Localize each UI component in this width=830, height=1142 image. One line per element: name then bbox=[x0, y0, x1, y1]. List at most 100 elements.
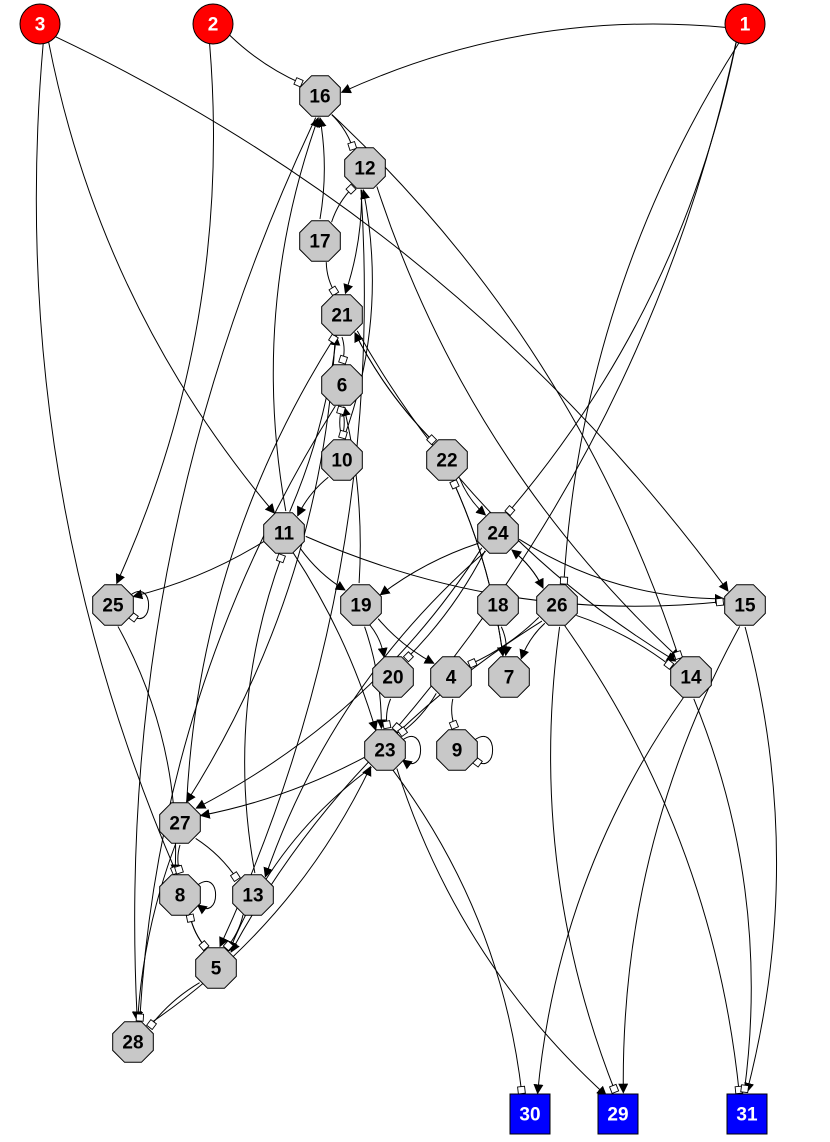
edge-3-to-8 bbox=[35, 43, 177, 874]
node-17[interactable]: 17 bbox=[299, 220, 341, 262]
node-label: 28 bbox=[122, 1033, 143, 1054]
node-layer: 1234567891011121314151617181920212223242… bbox=[19, 3, 768, 1135]
node-22[interactable]: 22 bbox=[426, 439, 468, 481]
internal-node-octagon bbox=[344, 147, 386, 189]
edge-12-to-14 bbox=[376, 186, 680, 660]
inhibition-marker-layer bbox=[127, 77, 750, 1095]
edge-1-to-26-inhibition-marker bbox=[559, 576, 569, 585]
edge-6-to-10-inhibition-marker bbox=[338, 429, 348, 440]
edge-14-to-31 bbox=[693, 698, 752, 1093]
node-11[interactable]: 11 bbox=[263, 512, 305, 554]
output-node-square bbox=[726, 1093, 768, 1135]
edge-21-to-6-inhibition-marker bbox=[338, 354, 349, 365]
node-7[interactable]: 7 bbox=[488, 656, 530, 698]
internal-node-octagon bbox=[159, 874, 201, 916]
internal-node-octagon bbox=[112, 1021, 154, 1063]
node-26[interactable]: 26 bbox=[536, 584, 578, 626]
node-18[interactable]: 18 bbox=[477, 584, 519, 626]
node-1[interactable]: 1 bbox=[724, 3, 766, 45]
node-label: 20 bbox=[382, 668, 403, 689]
node-label: 14 bbox=[680, 668, 702, 689]
edge-11-to-16 bbox=[272, 116, 320, 512]
edge-19-to-4 bbox=[377, 618, 435, 664]
node-label: 6 bbox=[337, 376, 348, 397]
node-2[interactable]: 2 bbox=[192, 3, 234, 45]
edge-23-to-27 bbox=[199, 756, 365, 819]
node-4[interactable]: 4 bbox=[430, 656, 472, 698]
node-3[interactable]: 3 bbox=[19, 3, 61, 45]
edge-1-to-26 bbox=[563, 42, 740, 585]
node-8[interactable]: 8 bbox=[159, 874, 201, 916]
node-5[interactable]: 5 bbox=[195, 947, 237, 989]
input-node-circle bbox=[192, 3, 234, 45]
edge-4-to-9-inhibition-marker bbox=[448, 719, 460, 730]
node-20[interactable]: 20 bbox=[372, 656, 414, 698]
edge-24-to-20-inhibition-marker bbox=[402, 651, 415, 663]
edge-17-to-12-inhibition-marker bbox=[345, 183, 357, 195]
node-12[interactable]: 12 bbox=[344, 147, 386, 189]
edge-16-to-12-inhibition-marker bbox=[347, 141, 358, 151]
input-node-circle bbox=[724, 3, 766, 45]
internal-node-octagon bbox=[436, 729, 478, 771]
edge-16-to-14-inhibition-marker bbox=[673, 650, 684, 661]
node-14[interactable]: 14 bbox=[670, 656, 712, 698]
edge-1-to-16 bbox=[340, 23, 726, 94]
node-28[interactable]: 28 bbox=[112, 1021, 154, 1063]
edge-19-to-6 bbox=[341, 405, 361, 584]
node-30[interactable]: 30 bbox=[509, 1093, 551, 1135]
edge-26-to-7 bbox=[519, 622, 546, 660]
node-label: 7 bbox=[504, 668, 515, 689]
internal-node-octagon bbox=[321, 294, 363, 336]
edge-27-to-21-inhibition-marker bbox=[327, 333, 339, 345]
edge-13-to-11 bbox=[244, 554, 283, 874]
node-23[interactable]: 23 bbox=[364, 729, 406, 771]
edge-27-to-28 bbox=[133, 844, 176, 1022]
edge-5-to-28-inhibition-marker bbox=[145, 1019, 158, 1031]
edge-26-to-14 bbox=[576, 614, 672, 667]
node-label: 24 bbox=[487, 524, 509, 545]
edge-24-to-20 bbox=[405, 550, 486, 660]
edge-23-to-30-inhibition-marker bbox=[517, 1085, 526, 1095]
edge-14-to-30 bbox=[533, 697, 684, 1095]
node-13[interactable]: 13 bbox=[232, 874, 274, 916]
node-19[interactable]: 19 bbox=[340, 584, 382, 626]
edge-layer bbox=[35, 23, 778, 1097]
node-10[interactable]: 10 bbox=[321, 439, 363, 481]
node-25[interactable]: 25 bbox=[92, 584, 134, 626]
internal-node-octagon bbox=[263, 512, 305, 554]
internal-node-octagon bbox=[299, 75, 341, 117]
internal-node-octagon bbox=[159, 802, 201, 844]
node-6[interactable]: 6 bbox=[321, 364, 363, 406]
edge-27-to-13-inhibition-marker bbox=[229, 871, 241, 883]
node-label: 31 bbox=[736, 1105, 758, 1126]
edge-26-to-14-inhibition-marker bbox=[663, 658, 675, 670]
edge-23-to-30 bbox=[392, 770, 523, 1094]
edge-26-to-29 bbox=[550, 626, 616, 1093]
node-16[interactable]: 16 bbox=[299, 75, 341, 117]
edge-17-to-16 bbox=[316, 117, 327, 220]
node-29[interactable]: 29 bbox=[597, 1093, 639, 1135]
internal-node-octagon bbox=[372, 656, 414, 698]
internal-node-octagon bbox=[232, 874, 274, 916]
edge-6-to-28 bbox=[139, 405, 336, 1022]
edge-18-to-7 bbox=[500, 626, 512, 657]
edge-16-to-14 bbox=[331, 114, 680, 659]
edge-7-to-22-inhibition-marker bbox=[449, 479, 460, 490]
node-21[interactable]: 21 bbox=[321, 294, 363, 336]
node-9[interactable]: 9 bbox=[436, 729, 478, 771]
internal-node-octagon bbox=[195, 947, 237, 989]
edge-2-to-16 bbox=[229, 34, 302, 85]
edge-3-to-15 bbox=[55, 36, 729, 592]
internal-node-octagon bbox=[536, 584, 578, 626]
node-31[interactable]: 31 bbox=[726, 1093, 768, 1135]
node-27[interactable]: 27 bbox=[159, 802, 201, 844]
internal-node-octagon bbox=[670, 656, 712, 698]
edge-23-to-5 bbox=[228, 766, 372, 952]
edge-2-to-16-inhibition-marker bbox=[293, 77, 304, 88]
node-label: 13 bbox=[242, 886, 263, 907]
node-15[interactable]: 15 bbox=[724, 584, 766, 626]
edge-11-to-21 bbox=[289, 335, 341, 512]
internal-node-octagon bbox=[477, 512, 519, 554]
node-24[interactable]: 24 bbox=[477, 512, 519, 554]
